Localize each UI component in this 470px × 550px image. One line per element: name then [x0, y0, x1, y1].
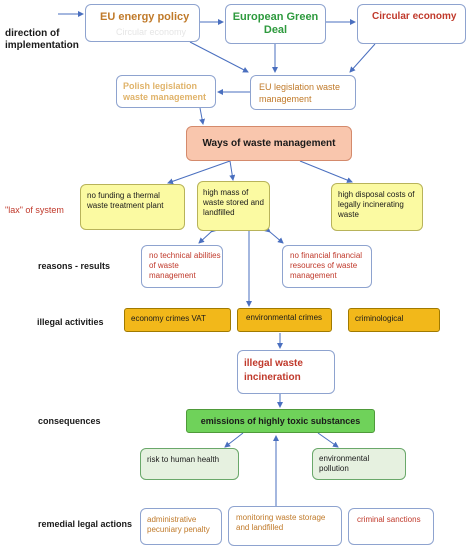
- box-environmental-crimes: environmental crimes: [237, 308, 332, 332]
- box-emissions-text: emissions of highly toxic substances: [200, 416, 361, 426]
- box-env-crimes-text: environmental crimes: [246, 313, 323, 322]
- label-reasons: reasons - results: [38, 261, 111, 271]
- box-high-mass-text: high mass of waste stored and landfilled: [203, 188, 264, 217]
- arrow-polish-to-ways: [199, 107, 206, 125]
- label-illegal: illegal activities: [37, 317, 104, 327]
- arrow-emissions-to-risk: [224, 432, 244, 448]
- box-pollution-text: environmental pollution: [319, 454, 370, 473]
- box-high-mass: high mass of waste stored and landfilled: [197, 181, 270, 231]
- box-green-deal-text: European Green Deal: [232, 11, 319, 36]
- box-no-funding: no funding a thermal waste treatment pla…: [80, 184, 185, 230]
- box-risk-human-health: risk to human health: [140, 448, 239, 480]
- arrow-ways-to-highcost: [299, 160, 353, 183]
- label-consequences: consequences: [38, 416, 101, 426]
- box-no-tech-text: no technical abilities of waste manageme…: [149, 251, 221, 280]
- box-no-technical-abilities: no technical abilities of waste manageme…: [141, 245, 223, 288]
- box-ways-text: Ways of waste management: [202, 138, 336, 149]
- box-no-financial-resources: no financial financial resources of wast…: [282, 245, 372, 288]
- box-illegal-incin-text: illegal waste incineration: [244, 358, 303, 383]
- box-illegal-waste-incineration: illegal waste incineration: [237, 350, 335, 394]
- box-monitoring-waste: monitoring waste storage and landfilled: [228, 506, 342, 546]
- box-eu-energy-policy: EU energy policy Circular economy: [85, 4, 200, 42]
- arrow-highmass-notech: [198, 226, 217, 244]
- box-ways-of-waste-management: Ways of waste management: [186, 126, 352, 161]
- box-european-green-deal: European Green Deal: [225, 4, 326, 44]
- box-economy-crimes-vat: economy crimes VAT: [124, 308, 231, 332]
- arrow-emissions-to-pollution: [317, 432, 339, 448]
- box-criminological-text: criminological: [355, 314, 404, 323]
- arrow-circular-to-euleg: [349, 43, 376, 73]
- box-high-cost-text: high disposal costs of legally incinerat…: [338, 190, 415, 219]
- arrow-energy-to-euleg: [189, 41, 249, 73]
- box-high-disposal-costs: high disposal costs of legally incinerat…: [331, 183, 423, 231]
- arrow-highmass-nofin: [264, 226, 284, 244]
- box-administrative-penalty: administrative pecuniary penalty: [140, 508, 222, 545]
- box-circular-text: Circular economy: [372, 11, 457, 22]
- box-eu-energy-text: EU energy policy: [100, 11, 190, 23]
- box-emissions: emissions of highly toxic substances: [186, 409, 375, 433]
- box-eu-energy-ghost-text: Circular economy: [116, 27, 187, 37]
- label-direction: direction of implementation: [5, 28, 79, 51]
- box-no-funding-text: no funding a thermal waste treatment pla…: [87, 191, 164, 210]
- box-econ-crimes-text: economy crimes VAT: [131, 314, 206, 323]
- box-criminal-sanctions: criminal sanctions: [348, 508, 434, 545]
- box-circular-economy: Circular economy: [357, 4, 466, 44]
- box-risk-text: risk to human health: [147, 455, 220, 464]
- box-criminological: criminological: [348, 308, 440, 332]
- arrow-ways-to-highmass: [229, 160, 236, 181]
- box-eu-legislation: EU legislation waste management: [250, 75, 356, 110]
- box-polish-legislation: Polish legislation waste management: [116, 75, 216, 108]
- label-remedial: remedial legal actions: [38, 519, 133, 529]
- label-lax: "lax" of system: [5, 205, 64, 215]
- box-admin-text: administrative pecuniary penalty: [147, 515, 210, 534]
- box-criminal-text: criminal sanctions: [357, 515, 421, 524]
- box-monitoring-text: monitoring waste storage and landfilled: [236, 513, 326, 532]
- box-environmental-pollution: environmental pollution: [312, 448, 406, 480]
- arrow-ways-to-nofunding: [167, 160, 231, 185]
- box-no-fin-text: no financial financial resources of wast…: [290, 251, 363, 280]
- box-eu-leg-text: EU legislation waste management: [259, 82, 341, 104]
- box-polish-text: Polish legislation waste management: [123, 81, 207, 102]
